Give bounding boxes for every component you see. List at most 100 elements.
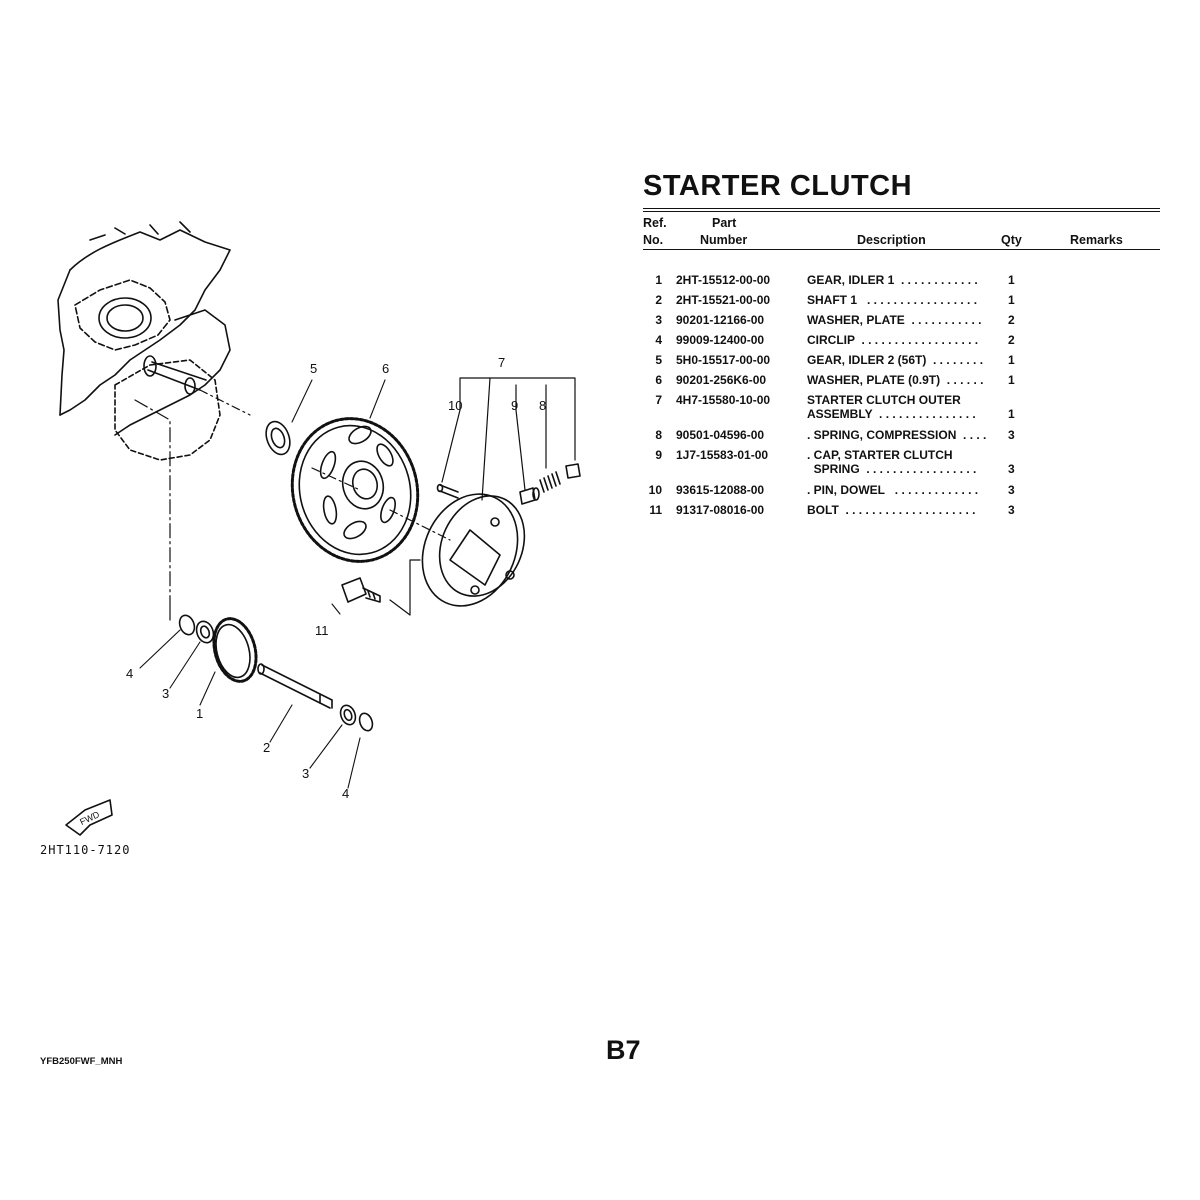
- qty: 3: [1008, 462, 1015, 476]
- diagram-code: 2HT110-7120: [40, 843, 131, 857]
- ref-no: 10: [648, 483, 662, 497]
- ref-no: 11: [649, 503, 662, 517]
- part-11-bolt: [341, 577, 381, 603]
- qty: 1: [1008, 407, 1015, 421]
- part-3-washer-right: [339, 704, 357, 726]
- callout-8: 8: [539, 398, 546, 413]
- ref-no: 1: [655, 273, 662, 287]
- header-remarks: Remarks: [1070, 233, 1123, 247]
- part-7-starter-clutch-outer: [421, 493, 526, 607]
- header-ref-line1: Ref.: [643, 216, 667, 230]
- part-4-circlip-left: [178, 614, 196, 636]
- description-continued: ASSEMBLY . . . . . . . . . . . . . . .: [807, 407, 976, 421]
- qty: 3: [1008, 483, 1015, 497]
- part-2-shaft: [257, 663, 333, 709]
- callout-4-left: 4: [126, 666, 133, 681]
- header-qty: Qty: [1001, 233, 1022, 247]
- table-row-continued: SPRING . . . . . . . . . . . . . . . . .…: [643, 462, 1160, 478]
- qty: 1: [1008, 373, 1015, 387]
- crankcase-shaft-boss: [143, 355, 207, 395]
- callout-5: 6: [382, 361, 389, 376]
- description: WASHER, PLATE . . . . . . . . . . .: [807, 313, 982, 327]
- part-number: 5H0-15517-00-00: [676, 353, 771, 367]
- qty: 1: [1008, 353, 1015, 367]
- part-number: 1J7-15583-01-00: [676, 448, 769, 462]
- table-row: 6 90201-256K6-00 WASHER, PLATE (0.9T) . …: [643, 373, 1160, 389]
- part-5-idler-gear-2: [290, 417, 420, 563]
- table-row: 8 90501-04596-00 . SPRING, COMPRESSION .…: [643, 428, 1160, 444]
- callout-10: 10: [448, 398, 462, 413]
- callout-3-left: 3: [162, 686, 169, 701]
- description: SHAFT 1 . . . . . . . . . . . . . . . . …: [807, 293, 978, 307]
- ref-no: 8: [655, 428, 662, 442]
- spring-cap-small: [565, 463, 581, 479]
- description: . PIN, DOWEL . . . . . . . . . . . . .: [807, 483, 979, 497]
- qty: 3: [1008, 503, 1015, 517]
- description: . SPRING, COMPRESSION . . . .: [807, 428, 987, 442]
- description: STARTER CLUTCH OUTER: [807, 393, 961, 407]
- qty: 3: [1008, 428, 1015, 442]
- table-row: 7 4H7-15580-10-00 STARTER CLUTCH OUTER: [643, 393, 1160, 409]
- description: CIRCLIP . . . . . . . . . . . . . . . . …: [807, 333, 979, 347]
- table-row: 4 99009-12400-00 CIRCLIP . . . . . . . .…: [643, 333, 1160, 349]
- table-row-continued: ASSEMBLY . . . . . . . . . . . . . . . 1: [643, 407, 1160, 423]
- document-code: YFB250FWF_MNH: [40, 1056, 123, 1067]
- table-row: 10 93615-12088-00 . PIN, DOWEL . . . . .…: [643, 483, 1160, 499]
- ref-no: 3: [655, 313, 662, 327]
- description: WASHER, PLATE (0.9T) . . . . . .: [807, 373, 984, 387]
- part-4-circlip-right: [358, 712, 374, 732]
- qty: 2: [1008, 333, 1015, 347]
- description: GEAR, IDLER 1 . . . . . . . . . . . .: [807, 273, 978, 287]
- part-number: 90201-12166-00: [676, 313, 765, 327]
- callout-7: 7: [498, 355, 505, 370]
- callout-9: 9: [511, 398, 518, 413]
- ref-no: 4: [655, 333, 662, 347]
- page-title: STARTER CLUTCH: [643, 170, 913, 202]
- part-9-spring-cap: [519, 487, 540, 505]
- fwd-arrow-icon: [65, 799, 113, 836]
- ref-no: 6: [655, 373, 662, 387]
- part-number: 91317-08016-00: [676, 503, 765, 517]
- callout-11: 11: [315, 623, 329, 638]
- part-1-idler-gear-1: [212, 617, 258, 683]
- table-row: 9 1J7-15583-01-00 . CAP, STARTER CLUTCH: [643, 448, 1160, 464]
- qty: 2: [1008, 313, 1015, 327]
- ref-no: 5: [655, 353, 662, 367]
- table-row: 1 2HT-15512-00-00 GEAR, IDLER 1 . . . . …: [643, 273, 1160, 289]
- title-rule-top: [643, 208, 1160, 209]
- part-number: 90501-04596-00: [676, 428, 765, 442]
- ref-no: 9: [655, 448, 662, 462]
- qty: 1: [1008, 293, 1015, 307]
- description-continued: SPRING . . . . . . . . . . . . . . . . .: [807, 462, 977, 476]
- header-ref-line2: No.: [643, 233, 664, 247]
- table-row: 2 2HT-15521-00-00 SHAFT 1 . . . . . . . …: [643, 293, 1160, 309]
- part-3-washer-left: [195, 620, 215, 644]
- part-number: 2HT-15512-00-00: [676, 273, 771, 287]
- table-row: 5 5H0-15517-00-00 GEAR, IDLER 2 (56T) . …: [643, 353, 1160, 369]
- qty: 1: [1008, 273, 1015, 287]
- description: GEAR, IDLER 2 (56T) . . . . . . . .: [807, 353, 984, 367]
- header-part-line1: Part: [712, 216, 737, 230]
- part-number: 90201-256K6-00: [676, 373, 767, 387]
- part-10-dowel-pin: [436, 483, 459, 499]
- table-row: 11 91317-08016-00 BOLT . . . . . . . . .…: [643, 503, 1160, 519]
- description: . CAP, STARTER CLUTCH: [807, 448, 953, 462]
- header-part-line2: Number: [700, 233, 748, 247]
- table-row: 3 90201-12166-00 WASHER, PLATE . . . . .…: [643, 313, 1160, 329]
- part-8-compression-spring: [539, 471, 561, 493]
- callout-4-right: 4: [342, 786, 349, 801]
- page-number: B7: [606, 1035, 641, 1065]
- callout-2: 2: [263, 740, 270, 755]
- part-number: 4H7-15580-10-00: [676, 393, 771, 407]
- part-6-washer-plate: [265, 420, 291, 456]
- ref-no: 2: [655, 293, 662, 307]
- crankcase-outline: [57, 221, 231, 461]
- exploded-parts-diagram: 5 6 7 10 9 8 11 4 3 1 2 3 4 FWD: [57, 221, 581, 836]
- header-rule: [643, 249, 1160, 250]
- part-number: 93615-12088-00: [676, 483, 765, 497]
- callout-6: 5: [310, 361, 317, 376]
- part-number: 2HT-15521-00-00: [676, 293, 771, 307]
- title-rule-bottom: [643, 211, 1160, 212]
- header-description: Description: [857, 233, 926, 247]
- callout-1: 1: [196, 706, 203, 721]
